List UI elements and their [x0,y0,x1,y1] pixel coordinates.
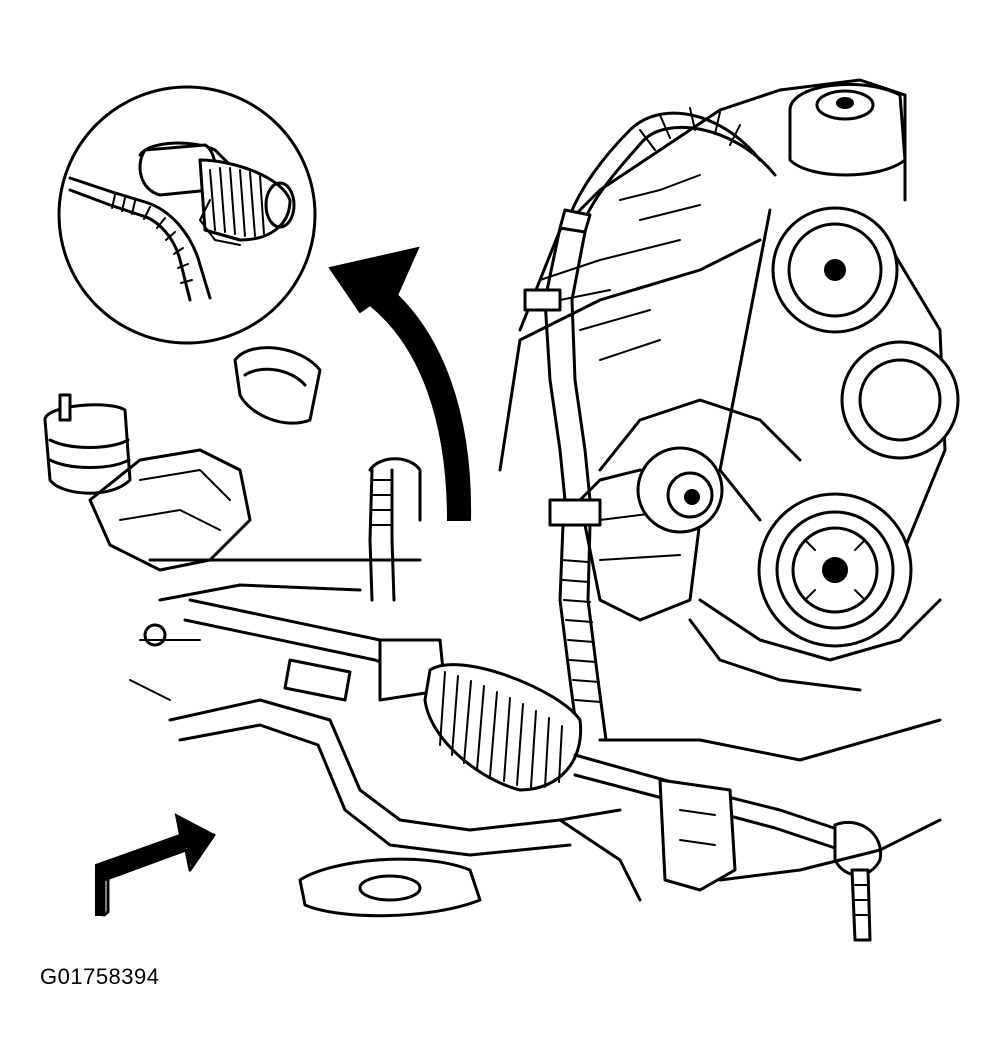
figure-id-label: G01758394 [40,964,160,989]
subframe [129,623,942,918]
curved-arrow-icon [328,246,472,521]
steering-rack [148,558,883,942]
magnified-detail-circle-icon [57,85,317,345]
engine-assembly [498,78,942,692]
strut-mount [43,393,252,572]
inlet-hose-left [233,346,422,602]
pressure-hose [523,107,777,742]
belt-drive [636,206,960,648]
front-direction-arrow-icon [95,813,216,917]
